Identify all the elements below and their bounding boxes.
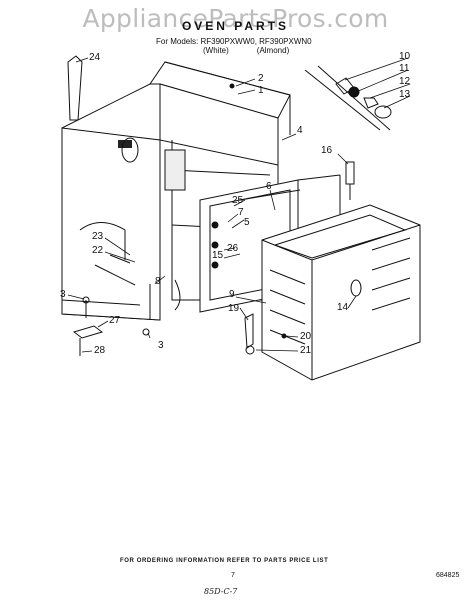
callout-12: 12 (399, 76, 411, 87)
callout-8: 8 (155, 276, 161, 287)
page-title: OVEN PARTS (181, 19, 290, 33)
callout-20: 20 (300, 331, 312, 342)
callout-1: 1 (258, 85, 264, 96)
leader-lines (68, 58, 410, 352)
callout-21: 21 (300, 345, 312, 356)
callout-25: 25 (232, 195, 244, 206)
callout-10: 10 (399, 51, 411, 62)
callout-5: 5 (244, 217, 250, 228)
models-line: For Models: RF390PXWW0, RF390PXWN0 (156, 37, 312, 46)
callout-24: 24 (89, 52, 101, 63)
callout-19: 19 (228, 303, 240, 314)
callout-28: 28 (94, 345, 106, 356)
part-code: 684825 (436, 572, 460, 579)
callout-14: 14 (337, 302, 349, 313)
rack-slots (270, 238, 410, 344)
ordering-info-footer: FOR ORDERING INFORMATION REFER TO PARTS … (120, 558, 329, 564)
callout-6: 6 (266, 181, 272, 192)
color-almond-label: (Almond) (256, 46, 290, 55)
callout-13: 13 (399, 89, 411, 100)
callout-2: 2 (258, 73, 264, 84)
callout-9: 9 (229, 289, 235, 300)
callout-7: 7 (238, 207, 244, 218)
color-labels: (White) (Almond) (203, 46, 289, 55)
callout-11: 11 (399, 63, 410, 74)
callout-22: 22 (92, 245, 104, 256)
small-parts (68, 56, 391, 356)
page-number: 7 (231, 572, 235, 579)
watermark-text: AppliancePartsPros.com (82, 4, 389, 33)
callout-23: 23 (92, 231, 104, 242)
oven-cabinet (62, 62, 290, 320)
callout-3: 3 (60, 289, 66, 300)
callout-16: 16 (321, 145, 333, 156)
callout-15: 15 (212, 250, 224, 261)
oven-liner (262, 205, 420, 380)
color-white-label: (White) (203, 46, 229, 55)
callout-27: 27 (109, 315, 121, 326)
callout-26: 26 (227, 243, 239, 254)
handwritten-note: 85D-C-7 (204, 587, 238, 596)
callout-3: 3 (158, 340, 164, 351)
callout-4: 4 (297, 125, 303, 136)
